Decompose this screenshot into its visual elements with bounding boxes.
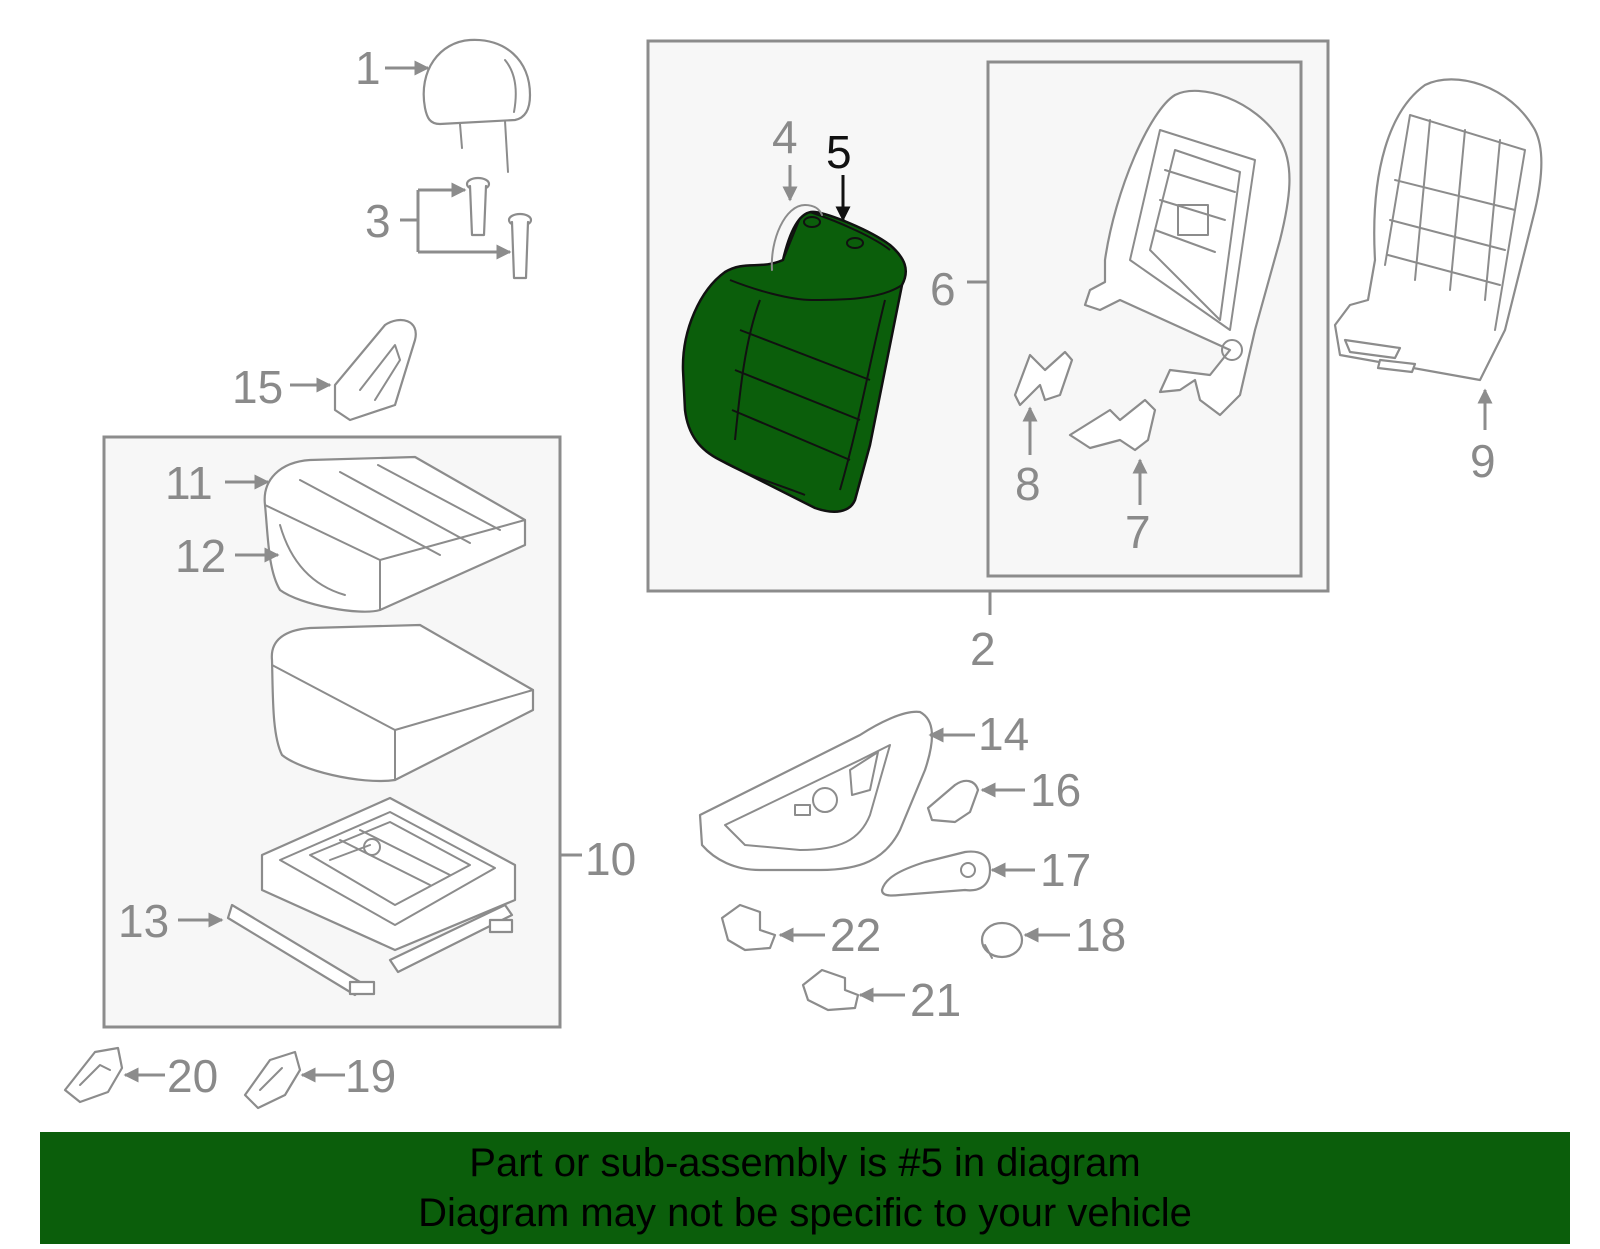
callout-1: 1 [355,42,381,94]
callout-13: 13 [118,895,169,947]
seat-back-panel-part[interactable] [1333,78,1543,382]
callout-18: 18 [1075,909,1126,961]
callout-14: 14 [978,708,1029,760]
callout-12: 12 [175,530,226,582]
seat-track-frame-part[interactable] [226,796,517,997]
callout-7: 7 [1125,506,1151,558]
callout-10: 10 [585,833,636,885]
cover-part-20[interactable] [63,1046,124,1104]
callout-3: 3 [365,195,391,247]
callout-15: 15 [232,361,283,413]
cover-part-21[interactable] [801,968,860,1012]
headrest-part[interactable] [422,38,532,173]
seat-back-frame-part[interactable] [1083,89,1291,417]
seat-back-pad-outline [770,204,823,271]
cover-part-19[interactable] [243,1050,302,1110]
callout-6: 6 [930,263,956,315]
bracket-part-7[interactable] [1068,398,1157,452]
callout-22: 22 [830,909,881,961]
callout-17: 17 [1040,844,1091,896]
callout-8: 8 [1015,458,1041,510]
trim-cover-part-15[interactable] [333,318,417,422]
banner-line-disclaimer: Diagram may not be specific to your vehi… [418,1191,1192,1235]
seat-back-cover-highlighted-part[interactable] [681,210,907,513]
callout-16: 16 [1030,764,1081,816]
callout-4: 4 [772,111,798,163]
callout-9: 9 [1470,435,1496,487]
callout-5: 5 [826,126,852,178]
cushion-pad-part[interactable] [270,623,535,782]
callout-21: 21 [910,974,961,1026]
lever-part-17[interactable] [880,850,992,897]
callout-2: 2 [970,623,996,675]
cover-part-22[interactable] [720,903,777,952]
knob-part-16[interactable] [926,779,980,824]
callout-19: 19 [345,1050,396,1102]
callout-11: 11 [165,457,213,509]
side-cover-part-14[interactable] [698,710,934,872]
info-banner: Part or sub-assembly is #5 in diagram Di… [40,1132,1570,1244]
banner-line-part: Part or sub-assembly is #5 in diagram [469,1141,1141,1185]
headrest-guide-part[interactable] [465,176,533,280]
callout-20: 20 [167,1050,218,1102]
cap-part-18[interactable] [980,921,1024,959]
bracket-part-8[interactable] [1013,350,1074,407]
